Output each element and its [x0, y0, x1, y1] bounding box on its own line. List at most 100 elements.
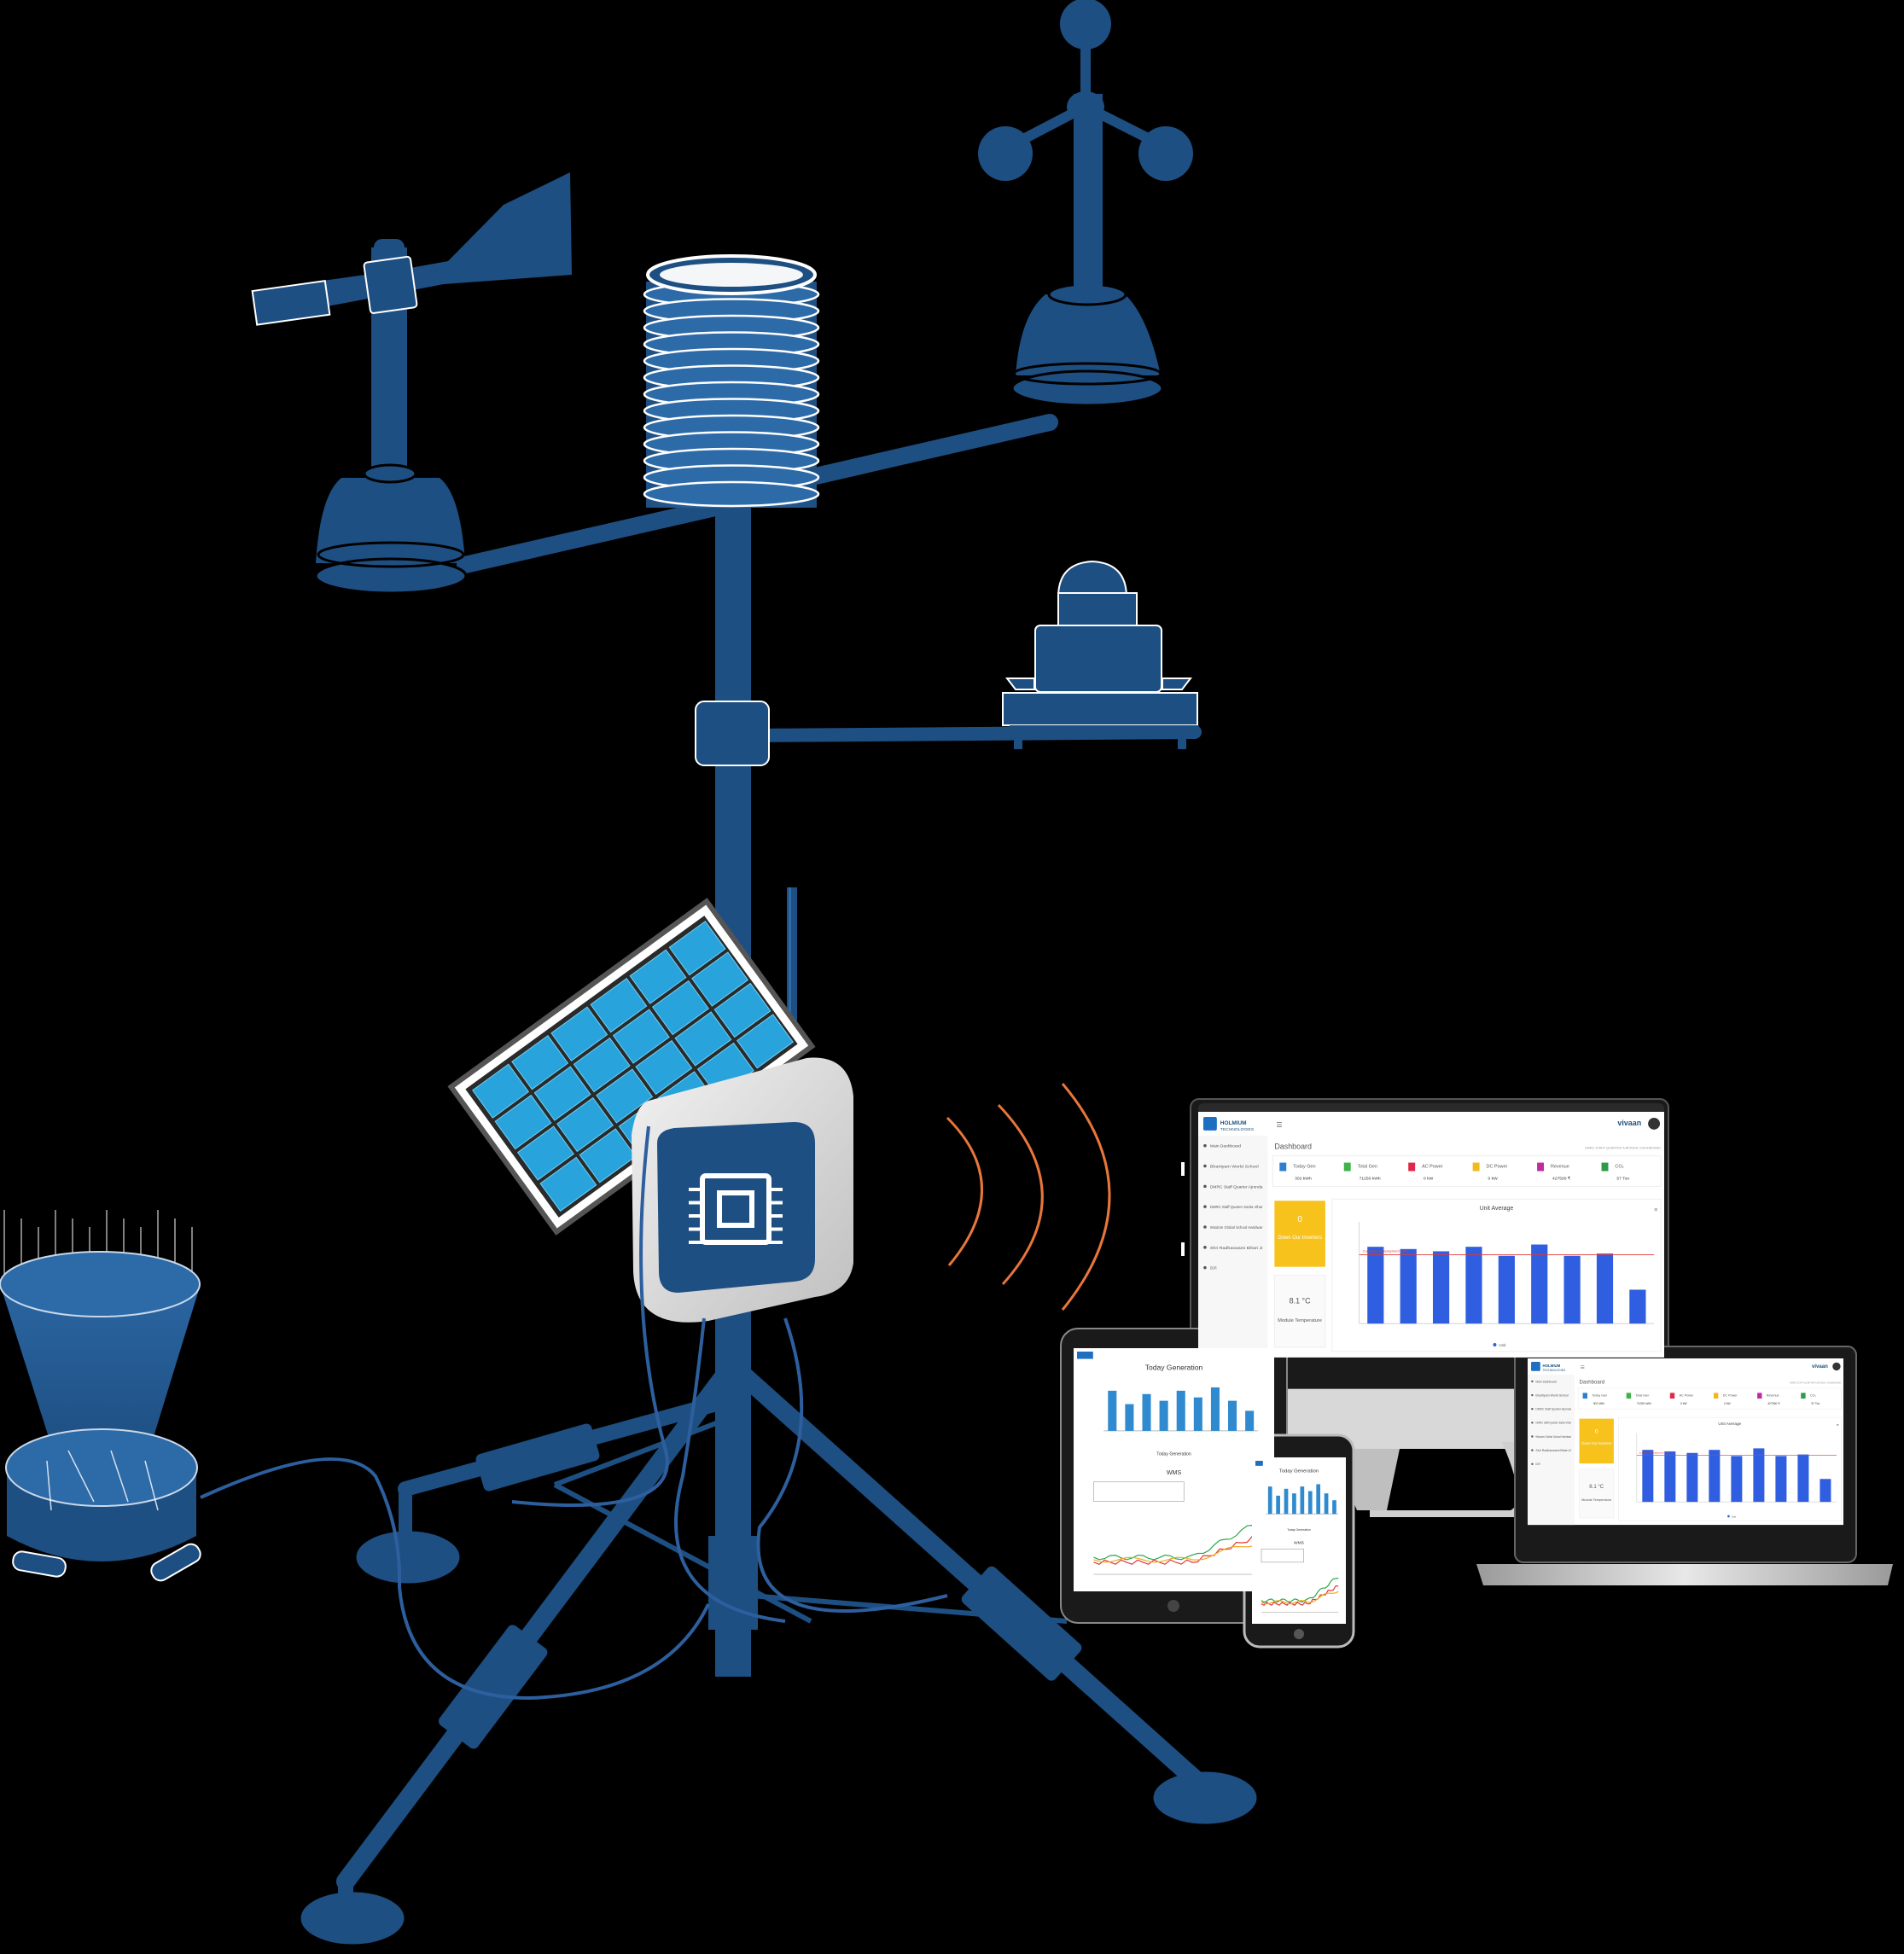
- chart-bar: [1332, 1500, 1336, 1515]
- cables: [200, 1125, 948, 1701]
- wms-line: [1093, 1535, 1259, 1565]
- kpi-icon: [1582, 1393, 1587, 1399]
- wms-line: [1261, 1585, 1339, 1607]
- chart-bar: [1307, 1491, 1313, 1515]
- wms-title: WMS: [1294, 1540, 1305, 1545]
- chart-bar: [1193, 1397, 1202, 1431]
- tripod-leg-right: [723, 1356, 1204, 1788]
- chart-title: Unit Average: [1718, 1422, 1741, 1426]
- kpi-icon: [1601, 1162, 1609, 1172]
- avatar: [1832, 1362, 1841, 1371]
- sidebar-bullet-icon: [1203, 1205, 1207, 1208]
- radiation-shield-icon: [643, 254, 820, 508]
- wms-line: [1261, 1591, 1339, 1605]
- sidebar-bullet-icon: [1203, 1184, 1207, 1189]
- solar-cell: [556, 1096, 614, 1153]
- chart-bar: [1797, 1454, 1809, 1503]
- chart-bar: [1267, 1486, 1272, 1515]
- module-temp-value: 8.1 °C: [1290, 1296, 1311, 1305]
- kpi-label: AC Power: [1422, 1165, 1443, 1170]
- sidebar-item: DGR: [1210, 1266, 1217, 1271]
- screen-bg: [1252, 1457, 1346, 1624]
- chart-bar: [1642, 1450, 1654, 1503]
- sidebar-item: Wisdom Global School Haridwar: [1210, 1225, 1263, 1230]
- sidebar-bullet-icon: [1203, 1225, 1207, 1229]
- kpi-label: Revenue: [1551, 1165, 1569, 1170]
- kpi-label: Total Gen: [1635, 1393, 1649, 1397]
- kpi-label: DC Power: [1487, 1165, 1508, 1170]
- inverter-tile: [1274, 1201, 1325, 1267]
- page-title: Dashboard: [1580, 1381, 1605, 1386]
- kpi-value: 0 kW: [1724, 1402, 1731, 1405]
- kpi-value: 71250 kWh: [1637, 1402, 1651, 1405]
- sidebar: [1528, 1374, 1575, 1526]
- sidebar-bullet-icon: [1531, 1435, 1534, 1438]
- sidebar-item: Bhartiyam World School: [1535, 1393, 1569, 1397]
- solar-cell: [573, 1037, 631, 1093]
- chart-bar: [1563, 1255, 1581, 1324]
- page-title: Dashboard: [1274, 1143, 1312, 1151]
- chart-bar: [1142, 1393, 1151, 1431]
- client-logo: vivaan: [1812, 1364, 1828, 1370]
- wms-line: [1093, 1524, 1259, 1561]
- kpi-icon: [1669, 1393, 1675, 1399]
- module-temp-value: 8.1 °C: [1589, 1485, 1604, 1490]
- chart-bar: [1324, 1493, 1329, 1515]
- shield-ring: [643, 480, 820, 508]
- chart-legend: Unit: [1732, 1515, 1737, 1518]
- chart-bar: [1316, 1484, 1321, 1515]
- kpi-icon: [1279, 1162, 1287, 1172]
- wms-tooltip: [1093, 1481, 1185, 1502]
- inverter-count: 0: [1297, 1215, 1302, 1224]
- sidebar-item: DMRC Staff Quarter Ajronda: [1535, 1408, 1571, 1411]
- chart-legend-marker: [1493, 1343, 1497, 1346]
- tripod-foot: [1153, 1771, 1257, 1824]
- kpi-label: CO₂: [1615, 1165, 1623, 1170]
- chart-bar: [1531, 1244, 1548, 1324]
- sidebar-item: Shri Radhaswami Bihari Ji: [1210, 1246, 1263, 1251]
- brand-sub: TECHNOLOGIES: [1542, 1369, 1565, 1372]
- kpi-value: 0 kW: [1488, 1176, 1499, 1181]
- chart-legend-marker: [1727, 1515, 1730, 1518]
- chart-bar: [1465, 1247, 1482, 1324]
- sidebar-bullet-icon: [1203, 1164, 1207, 1168]
- chart-bar: [1176, 1390, 1185, 1431]
- avatar: [1648, 1117, 1661, 1130]
- kpi-row: [1272, 1155, 1662, 1187]
- sidebar-item: Shri Radhaswami Bihari Ji: [1535, 1449, 1571, 1452]
- processor-chip-icon: [657, 1122, 815, 1293]
- solar-cell: [539, 1156, 597, 1213]
- tripod-leg-front: [336, 1356, 742, 1891]
- chart-bar: [1367, 1247, 1384, 1324]
- sidebar: [1198, 1135, 1268, 1358]
- today-generation-legend: Today Generation: [1287, 1528, 1311, 1532]
- inverter-count: 0: [1595, 1428, 1598, 1434]
- solar-cell: [511, 1035, 569, 1090]
- sidebar-bullet-icon: [1531, 1393, 1534, 1397]
- kpi-value: 57 Ton: [1616, 1176, 1629, 1181]
- tripod: [300, 1356, 1257, 1945]
- chart-bar: [1709, 1450, 1721, 1503]
- chip-core: [717, 1190, 754, 1228]
- leg-clamp: [475, 1423, 600, 1492]
- chart-bar: [1292, 1493, 1296, 1515]
- chart-bar: [1400, 1248, 1417, 1324]
- module-temp-tile: [1273, 1275, 1326, 1348]
- solar-cell: [590, 978, 648, 1033]
- tripod-foot: [300, 1892, 405, 1945]
- kpi-value: 57 Ton: [1811, 1402, 1820, 1405]
- sidebar-bullet-icon: [1203, 1143, 1207, 1148]
- chart-reference-label: Cumulative Employment 3.05: [1639, 1451, 1670, 1454]
- wms-title: WMS: [1167, 1469, 1182, 1476]
- sidebar-item: Main Dashboard: [1535, 1380, 1557, 1383]
- sidebar-bullet-icon: [1531, 1407, 1534, 1410]
- sidebar-bullet-icon: [1203, 1265, 1207, 1270]
- kpi-icon: [1626, 1393, 1632, 1399]
- solar-cell: [629, 949, 687, 1004]
- screen-bg: [1074, 1348, 1274, 1591]
- anemometer-icon: [978, 0, 1193, 407]
